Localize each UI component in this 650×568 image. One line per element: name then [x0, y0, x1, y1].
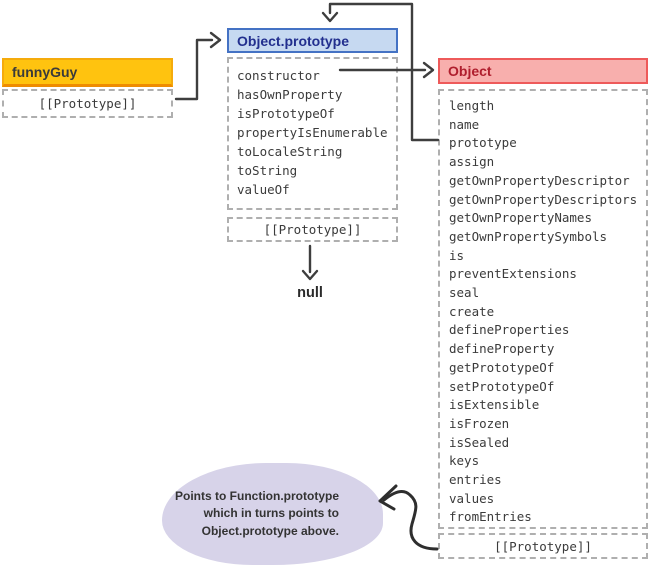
note-bubble: Points to Function.prototype which in tu… — [162, 463, 383, 565]
property-item: assign — [449, 154, 495, 170]
property-item: toLocaleString — [237, 144, 343, 159]
object-header: Object — [438, 58, 648, 84]
object-prototype-slot-bottom: [[Prototype]] — [438, 533, 648, 559]
property-item: is — [449, 247, 465, 263]
property-item: seal — [449, 285, 480, 301]
property-item: toString — [237, 163, 298, 178]
funnyguy-prototype-slot: [[Prototype]] — [2, 89, 173, 118]
property-item: getPrototypeOf — [449, 359, 555, 375]
arrow-object-slot-to-bubble — [382, 490, 439, 551]
property-item: keys — [449, 453, 480, 469]
funnyguy-header: funnyGuy — [2, 58, 173, 87]
property-item: length — [449, 98, 495, 113]
arrowhead-funnyguy-to-object-prototype — [209, 31, 222, 49]
property-item: valueOf — [237, 182, 290, 197]
property-item: create — [449, 303, 495, 319]
property-item: getOwnPropertyDescriptors — [449, 191, 638, 207]
property-item: defineProperty — [449, 341, 555, 357]
property-item: defineProperties — [449, 322, 570, 338]
property-item: fromEntries — [449, 509, 532, 525]
arrow-funnyguy-to-object-prototype — [174, 38, 214, 101]
property-item: isPrototypeOf — [237, 106, 335, 121]
note-bubble-line: Points to Function.prototype — [175, 488, 339, 503]
object-prototype-properties-list: constructor hasOwnProperty isPrototypeOf pr… — [227, 57, 398, 210]
null-label: null — [297, 285, 323, 301]
property-item: propertyIsEnumerable — [237, 125, 388, 140]
property-item: setPrototypeOf — [449, 378, 555, 394]
property-item: preventExtensions — [449, 266, 577, 282]
property-item: constructor — [237, 68, 320, 83]
property-item: isSealed — [449, 434, 510, 450]
property-item: hasOwnProperty — [237, 87, 343, 102]
property-item: values — [449, 490, 495, 506]
property-item: getOwnPropertyNames — [449, 210, 592, 226]
property-item: name — [449, 116, 480, 132]
arrowhead-constructor-to-object — [422, 61, 435, 79]
arrowhead-prototype-slot-to-null — [301, 269, 319, 281]
property-item: isFrozen — [449, 415, 510, 431]
arrowhead-object-slot-to-bubble — [378, 484, 398, 511]
property-item: getOwnPropertyDescriptor — [449, 172, 630, 188]
note-bubble-line: Object.prototype above. — [201, 523, 339, 538]
property-item: prototype — [449, 135, 517, 151]
object-prototype-prototype-slot: [[Prototype]] — [227, 217, 398, 242]
property-item: isExtensible — [449, 397, 540, 413]
property-item: entries — [449, 472, 502, 488]
note-bubble-line: which in turns points to — [203, 506, 339, 521]
property-item: getOwnPropertySymbols — [449, 228, 608, 244]
arrowhead-object-prototype-property-loop — [321, 11, 339, 23]
object-properties-list: length name prototype assign getOwnPropertyD… — [438, 89, 648, 529]
object-prototype-header: Object.prototype — [227, 28, 398, 53]
